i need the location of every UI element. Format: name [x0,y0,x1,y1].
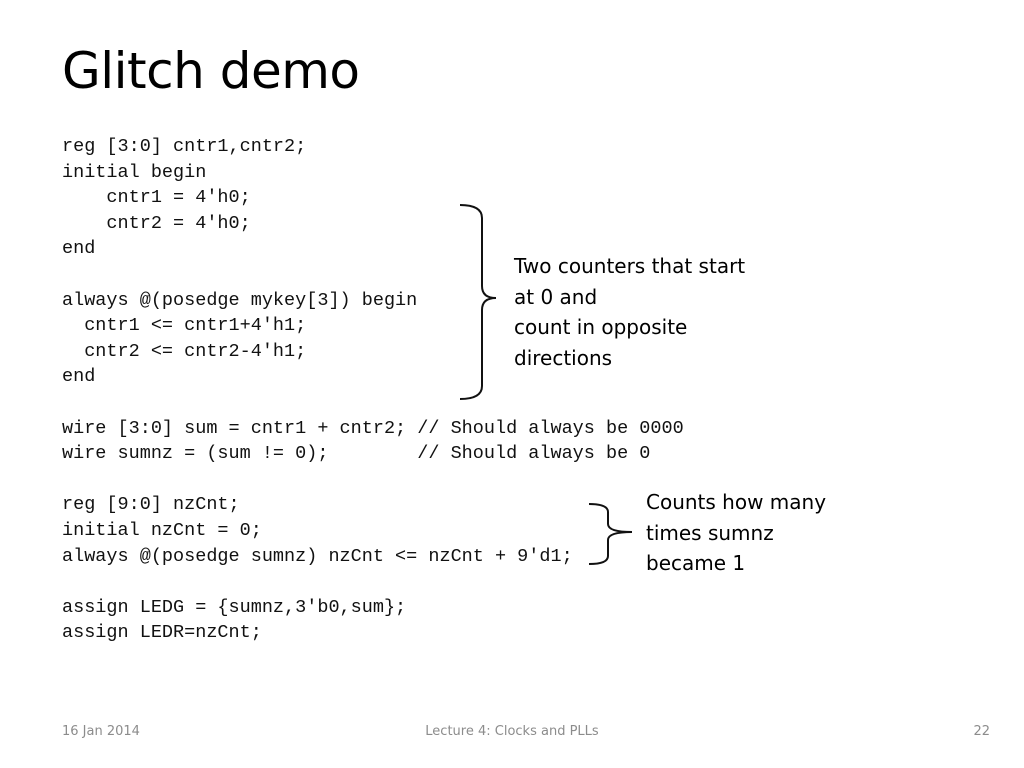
annotation-line: Two counters that start [514,254,746,278]
code-line: cntr2 <= cntr2-4'h1; [62,340,307,362]
annotation-line: times sumnz [646,520,774,545]
annotation-line: Counts how many [646,490,827,514]
annotation-line: at 0 and [514,284,598,309]
code-line [62,390,684,416]
footer-date: 16 Jan 2014 [62,724,140,739]
annotation-nzcnt: Counts how many times sumnz became 1 [646,487,826,579]
verilog-code-block: reg [3:0] cntr1,cntr2; initial begin cntr… [62,134,684,646]
code-line: wire [3:0] sum = cntr1 + cntr2; // Shoul… [62,417,684,439]
annotation-line: directions [514,345,613,370]
code-line: assign LEDG = {sumnz,3'b0,sum}; [62,596,407,618]
code-line: cntr1 <= cntr1+4'h1; [62,315,307,337]
code-line: wire sumnz = (sum != 0); // Should alway… [62,443,651,465]
code-line: end [62,238,96,260]
code-line [62,467,684,493]
annotation-line: became 1 [646,551,746,575]
curly-brace-icon [459,204,497,400]
code-line: initial begin [62,161,207,183]
code-line: always @(posedge sumnz) nzCnt <= nzCnt +… [62,545,573,567]
slide-title: Glitch demo [62,42,360,100]
annotation-counters: Two counters that start at 0 and count i… [514,251,745,373]
code-line: reg [3:0] cntr1,cntr2; [62,136,307,157]
code-line: cntr2 = 4'h0; [62,212,251,234]
code-line: always @(posedge mykey[3]) begin [62,289,418,311]
footer-page-number: 22 [973,724,990,739]
annotation-line: count in opposite [514,315,688,339]
code-line: cntr1 = 4'h0; [62,187,251,209]
code-line: initial nzCnt = 0; [62,519,262,541]
code-line: assign LEDR=nzCnt; [62,622,262,644]
code-line: end [62,366,96,388]
code-line [62,569,684,595]
curly-brace-icon [588,503,633,565]
footer-lecture-title: Lecture 4: Clocks and PLLs [425,724,599,739]
code-line: reg [9:0] nzCnt; [62,494,240,516]
